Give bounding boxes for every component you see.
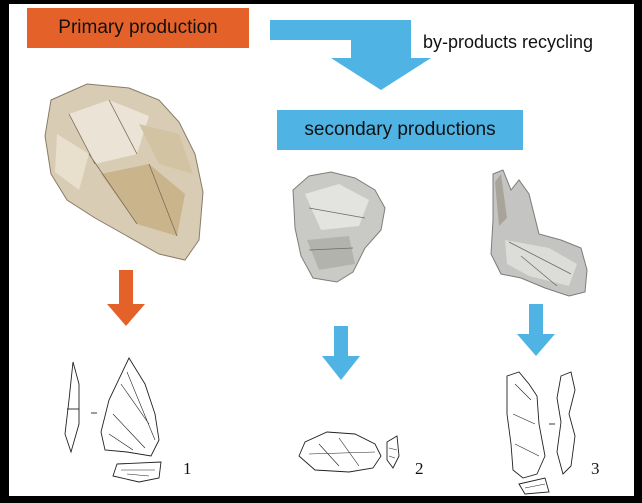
- secondary-flake-photo-3: [491, 170, 587, 296]
- artifact-drawing-2: [299, 432, 399, 472]
- primary-production-label: Primary production: [27, 8, 249, 48]
- secondary-flake-photo-2: [293, 172, 385, 282]
- secondary-productions-label: secondary productions: [277, 110, 523, 150]
- primary-core-photo: [45, 84, 203, 260]
- figure-number-3: 3: [591, 459, 600, 479]
- figure-number-2: 2: [415, 459, 424, 479]
- primary-down-arrow: [107, 270, 145, 326]
- artifact-drawing-1: [65, 358, 161, 482]
- diagram-canvas: [9, 4, 634, 496]
- figure-number-1: 1: [183, 459, 192, 479]
- recycling-flow-arrow: [270, 20, 431, 90]
- secondary-down-arrow-3: [517, 304, 555, 356]
- diagram-panel: Primary production secondary productions…: [9, 4, 634, 496]
- secondary-down-arrow-2: [322, 326, 360, 380]
- artifact-drawing-3: [507, 372, 575, 494]
- recycling-label: by-products recycling: [423, 32, 633, 53]
